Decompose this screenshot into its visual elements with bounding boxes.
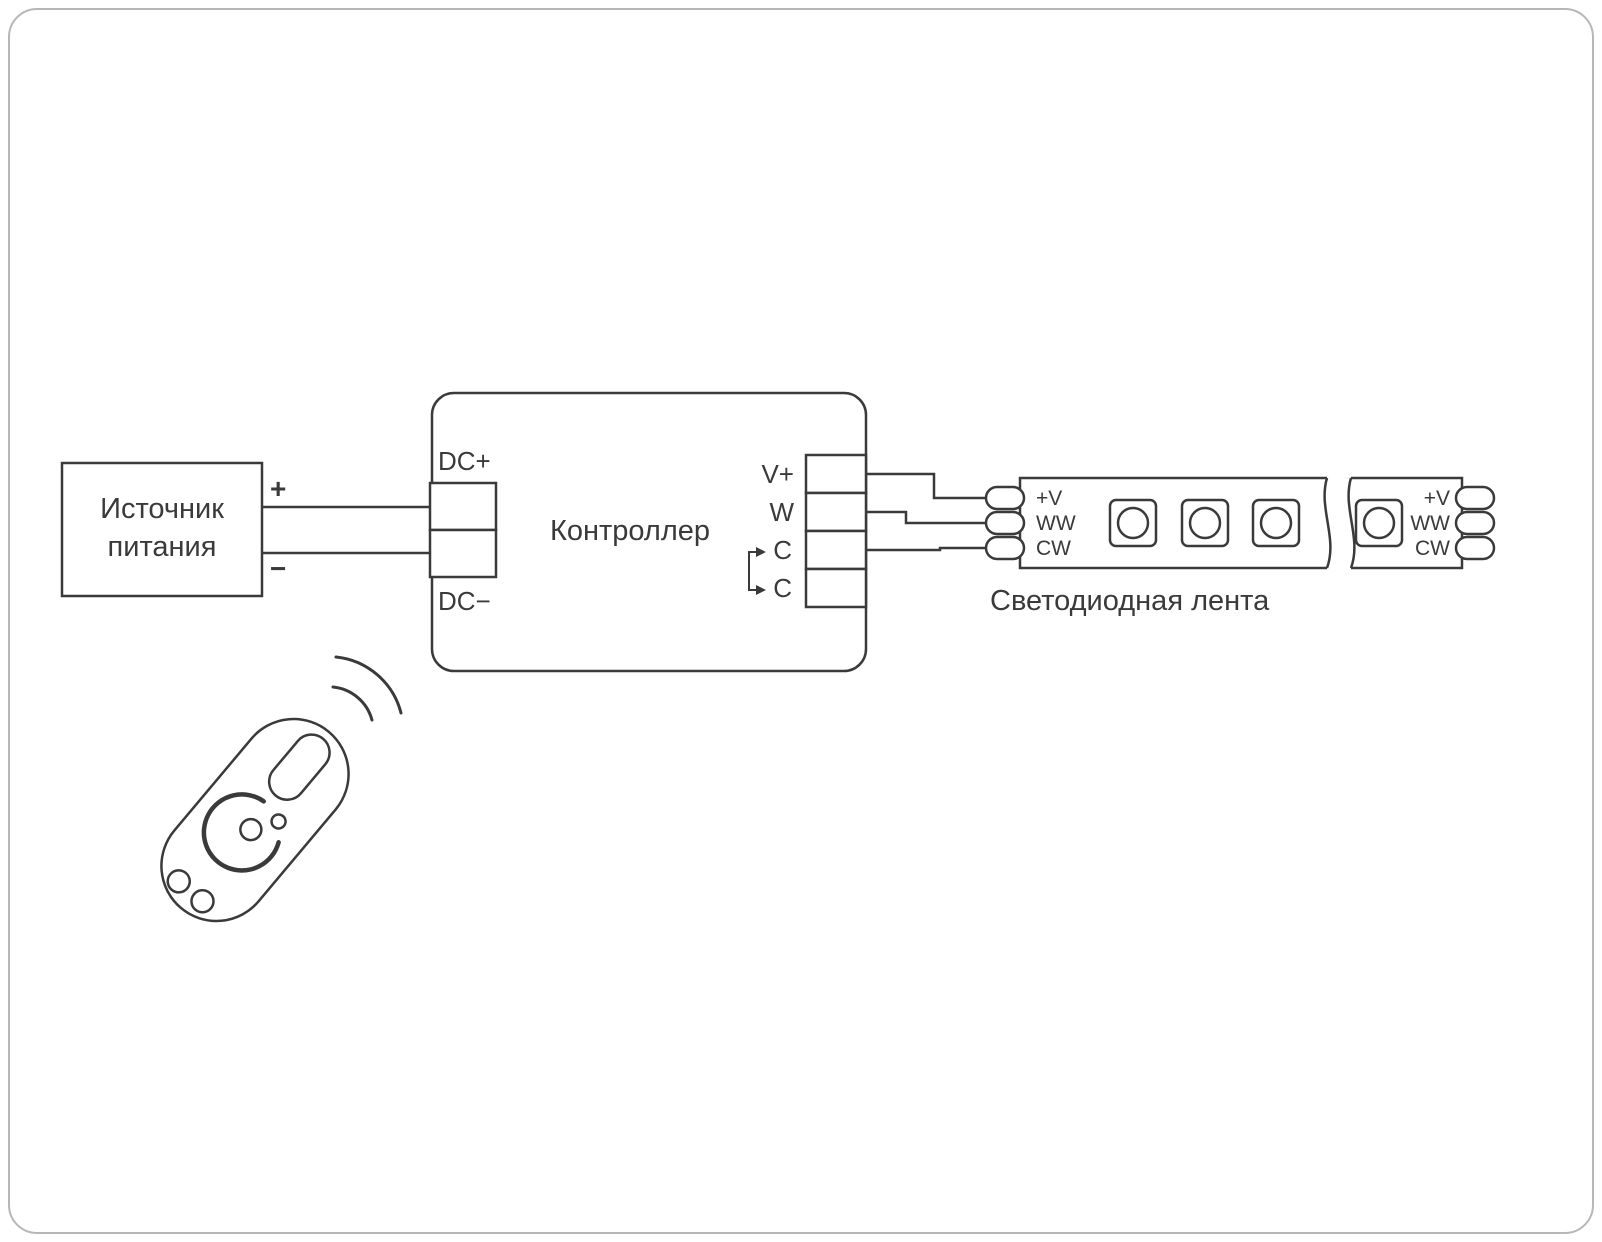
power-supply-label-line1: Источник — [100, 493, 224, 525]
wire-cw — [866, 546, 990, 552]
remote-button-right — [190, 889, 215, 914]
controller-output-terminal-2 — [804, 491, 868, 533]
led-strip-label: Светодиодная лента — [990, 585, 1270, 617]
remote-control — [160, 717, 350, 923]
c-jumper-bracket — [748, 551, 757, 591]
wire-vplus — [866, 472, 990, 500]
remote-dial-ring — [201, 792, 281, 873]
remote-dial-center-button — [239, 817, 263, 842]
controller-input-terminal-bottom — [428, 528, 498, 579]
led-strip: +V WW CW +V WW CW Светодиодная лента — [984, 476, 1496, 617]
controller-dc-minus-label: DC− — [438, 586, 491, 616]
controller-output-terminal-1 — [804, 453, 868, 495]
right-pin-label-cw: CW — [1415, 537, 1450, 560]
right-pin-tab-vplus — [1454, 485, 1496, 511]
controller-label: Контроллер — [550, 515, 710, 547]
led-chip — [1188, 506, 1222, 540]
minus-sign: − — [270, 553, 286, 584]
led-chip — [1259, 506, 1293, 540]
controller-output-label-w: W — [769, 497, 794, 527]
controller: DC+ DC− Контроллер V+ W C C — [428, 391, 868, 673]
left-pin-tab-vplus — [984, 485, 1026, 511]
controller-output-terminal-3 — [804, 529, 868, 571]
power-supply-label-line2: питания — [108, 531, 217, 563]
controller-output-label-vplus: V+ — [761, 459, 794, 489]
left-pin-label-cw: CW — [1036, 537, 1071, 560]
left-pin-tab-cw — [984, 535, 1026, 561]
c-jumper-arrow-bottom — [756, 585, 766, 595]
signal-arc-inner — [331, 685, 374, 722]
led-module-2 — [1180, 498, 1230, 548]
right-pin-tab-ww — [1454, 510, 1496, 536]
left-pin-label-ww: WW — [1036, 512, 1076, 535]
power-supply-box — [60, 461, 264, 598]
led-chip — [1362, 506, 1396, 540]
controller-output-label-c1: C — [773, 535, 792, 565]
controller-output-label-c2: C — [773, 573, 792, 603]
led-module-1 — [1108, 498, 1158, 548]
led-strip-break-right — [1347, 477, 1356, 569]
controller-output-terminal-4 — [804, 567, 868, 609]
right-pin-tab-cw — [1454, 535, 1496, 561]
wireless-signal-icon — [331, 655, 403, 722]
remote-button-left — [166, 869, 191, 894]
right-pin-label-ww: WW — [1410, 512, 1450, 535]
remote-dial-gap-button — [270, 813, 287, 830]
c-jumper-arrow-top — [756, 547, 766, 557]
led-strip-break-left — [1323, 477, 1332, 569]
led-module-4 — [1354, 498, 1404, 548]
power-supply: Источник питания + − — [60, 461, 286, 598]
left-pin-tab-ww — [984, 510, 1026, 536]
wire-ww — [866, 510, 990, 525]
right-pin-label-vplus: +V — [1424, 487, 1450, 510]
controller-input-terminal-top — [428, 481, 498, 532]
controller-dc-plus-label: DC+ — [438, 446, 491, 476]
led-chip — [1116, 506, 1150, 540]
led-module-3 — [1251, 498, 1301, 548]
plus-sign: + — [270, 473, 286, 504]
signal-arc-outer — [334, 655, 403, 715]
remote-slider-button — [267, 733, 331, 801]
left-pin-label-vplus: +V — [1036, 487, 1062, 510]
